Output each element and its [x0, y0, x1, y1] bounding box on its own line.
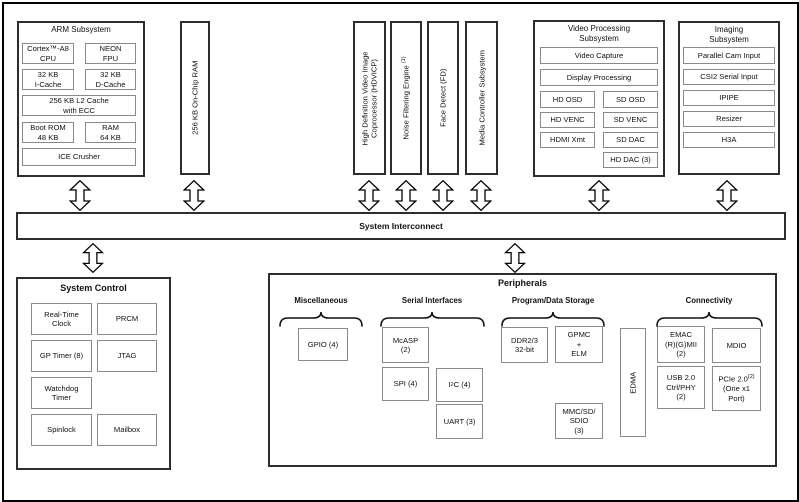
sd-osd-box: SD OSD	[603, 91, 658, 108]
gpio-box: GPIO (4)	[298, 328, 348, 361]
neon-fpu-box: NEON FPU	[85, 43, 136, 64]
noise-filtering-label: Noise Filtering Engine (1)	[401, 25, 411, 171]
media-controller-block: Media Controller Subsystem	[465, 21, 498, 175]
system-interconnect-label: System Interconnect	[359, 221, 443, 231]
i2c-pre: I	[448, 380, 451, 390]
gp-timer-box: GP Timer (8)	[31, 340, 92, 372]
face-detect-block: Face Detect (FD)	[427, 21, 459, 175]
miscellaneous-header: Miscellaneous	[294, 296, 348, 305]
ddr-box: DDR2/3 32-bit	[501, 327, 548, 363]
hdvicp-label: High Definition Video Image Coprocessor …	[360, 51, 379, 145]
usb-box: USB 2.0 Ctrl/PHY (2)	[657, 366, 705, 409]
edma-label: EDMA	[628, 371, 638, 394]
i2c-post: C (4)	[453, 380, 471, 390]
peripherals-title: Peripherals	[497, 278, 548, 288]
dcache-box: 32 KB D-Cache	[85, 69, 136, 90]
noise-filtering-text: Noise Filtering Engine	[401, 63, 411, 140]
icache-box: 32 KB I-Cache	[22, 69, 74, 90]
watchdog-timer-box: Watchdog Timer	[31, 377, 92, 409]
pcie-box: PCIe 2.0(2) (One x1 Port)	[712, 366, 761, 411]
display-processing-box: Display Processing	[540, 69, 658, 86]
uart-box: UART (3)	[436, 404, 483, 439]
noise-filtering-block: Noise Filtering Engine (1)	[390, 21, 422, 175]
noise-filtering-footnote: (1)	[400, 56, 407, 64]
resizer-box: Resizer	[683, 111, 775, 127]
ice-crusher-box: ICE Crusher	[22, 148, 136, 166]
parallel-cam-input-box: Parallel Cam Input	[683, 47, 775, 64]
onchip-ram-label: 256 KB On-Chip RAM	[190, 60, 200, 136]
i2c-sup: 2	[450, 381, 454, 388]
ipipe-box: IPIPE	[683, 90, 775, 106]
sd-dac-box: SD DAC	[603, 132, 658, 148]
h3a-box: H3A	[683, 132, 775, 148]
hd-dac-box: HD DAC (3)	[603, 152, 658, 168]
system-interconnect-bar	[16, 212, 786, 240]
cortex-a8-cpu-box: Cortex™-A8 CPU	[22, 43, 74, 64]
imaging-title: Imaging Subsystem	[709, 25, 749, 45]
mdio-box: MDIO	[712, 328, 761, 363]
boot-rom-box: Boot ROM 48 KB	[22, 122, 74, 143]
sd-venc-box: SD VENC	[603, 112, 658, 128]
onchip-ram-block: 256 KB On-Chip RAM	[180, 21, 210, 175]
csi2-serial-input-box: CSI2 Serial Input	[683, 69, 775, 85]
mailbox-box: Mailbox	[97, 414, 157, 446]
video-capture-box: Video Capture	[540, 47, 658, 64]
hd-osd-box: HD OSD	[540, 91, 595, 108]
mcasp-box: McASP (2)	[382, 327, 429, 363]
prcm-box: PRCM	[97, 303, 157, 335]
edma-block: EDMA	[620, 328, 646, 437]
hdvicp-block: High Definition Video Image Coprocessor …	[353, 21, 386, 175]
real-time-clock-box: Real-Time Clock	[31, 303, 92, 335]
hdmi-xmt-box: HDMI Xmt	[540, 132, 595, 148]
gpmc-elm-box: GPMC + ELM	[555, 326, 603, 363]
system-control-title: System Control	[60, 283, 127, 293]
vpss-title: Video Processing Subsystem	[567, 24, 631, 44]
spi-box: SPI (4)	[382, 367, 429, 401]
pcie-footnote: (2)	[747, 374, 755, 380]
spinlock-box: Spinlock	[31, 414, 92, 446]
program-data-storage-header: Program/Data Storage	[511, 296, 595, 305]
hd-venc-box: HD VENC	[540, 112, 595, 128]
l2-cache-box: 256 KB L2 Cache with ECC	[22, 95, 136, 116]
jtag-box: JTAG	[97, 340, 157, 372]
emac-box: EMAC (R)(G)MII (2)	[657, 326, 705, 363]
pcie-line1: PCIe 2.0	[718, 374, 748, 384]
arm-subsystem-title: ARM Subsystem	[51, 25, 111, 34]
media-controller-label: Media Controller Subsystem	[476, 50, 486, 146]
pcie-label: PCIe 2.0(2) (One x1 Port)	[718, 374, 754, 403]
mmc-sd-sdio-box: MMC/SD/ SDIO (3)	[555, 403, 603, 439]
connectivity-header: Connectivity	[685, 296, 733, 305]
serial-interfaces-header: Serial Interfaces	[401, 296, 463, 305]
pcie-rest: (One x1 Port)	[722, 384, 750, 403]
face-detect-label: Face Detect (FD)	[438, 68, 448, 128]
ram-64kb-box: RAM 64 KB	[85, 122, 136, 143]
